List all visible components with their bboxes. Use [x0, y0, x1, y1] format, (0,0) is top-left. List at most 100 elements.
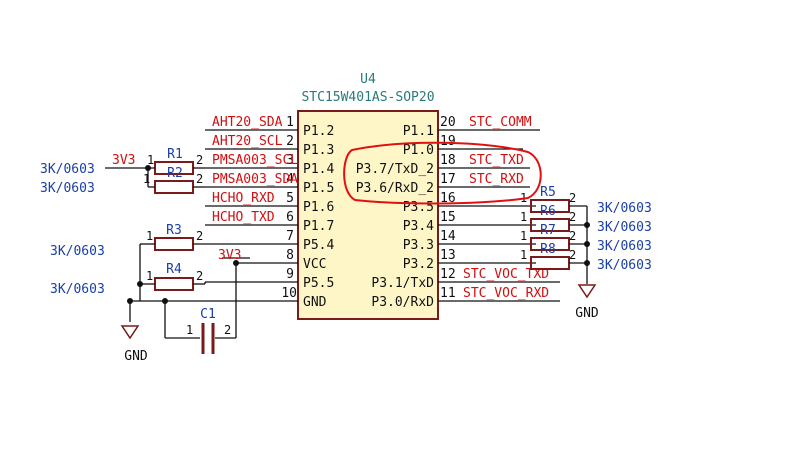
resistor-ref: R8: [540, 242, 556, 257]
pin-num: 11: [440, 286, 456, 301]
pin-num: 10: [281, 286, 297, 301]
pin-num: 14: [440, 229, 456, 244]
net-label: STC_VOC_TXD: [463, 267, 549, 282]
pin-num: 13: [440, 248, 456, 263]
pin-num: 1: [146, 269, 153, 283]
pin-num: 2: [569, 210, 576, 224]
junction-dot: [137, 281, 143, 287]
pin-num: 20: [440, 115, 456, 130]
pin-name: P5.4: [303, 238, 334, 253]
pin-name: P3.2: [403, 257, 434, 272]
pin-num: 15: [440, 210, 456, 225]
pin-name: P1.6: [303, 200, 334, 215]
resistor-ref: R6: [540, 204, 556, 219]
gnd-label: GND: [575, 306, 599, 321]
junction-dot: [145, 165, 151, 171]
net-label: STC_RXD: [469, 172, 524, 187]
pin-num: 6: [286, 210, 294, 225]
pin-num: 1: [146, 229, 153, 243]
pin-name: GND: [303, 295, 327, 310]
pin-num: 3: [286, 153, 294, 168]
ic-body: [297, 110, 439, 320]
left-net-wires: [205, 129, 278, 226]
pin-num: 12: [440, 267, 456, 282]
pin-num: 2: [569, 191, 576, 205]
pin-num: 2: [196, 172, 203, 186]
resistor-r2[interactable]: R2 1 2: [143, 166, 203, 194]
pin-num: 17: [440, 172, 456, 187]
resistor-value: 3K/0603: [50, 282, 105, 297]
pin-name: P3.4: [403, 219, 434, 234]
pin-num: 19: [440, 134, 456, 149]
pin-num: 7: [286, 229, 294, 244]
pin-name: VCC: [303, 257, 326, 272]
resistor-ref: R2: [167, 166, 183, 181]
net-label: HCHO_TXD: [212, 210, 275, 225]
net-label: PMSA003_SCL: [212, 153, 298, 168]
resistor-value: 3K/0603: [50, 244, 105, 259]
resistor-ref: R1: [167, 147, 183, 162]
pin-num: 2: [196, 153, 203, 167]
gnd-label: GND: [124, 349, 148, 364]
pin-num: 2: [286, 134, 294, 149]
net-label: HCHO_RXD: [212, 191, 275, 206]
pin-num: 9: [286, 267, 294, 282]
pin-num: 1: [147, 153, 154, 167]
resistor-ref: R4: [166, 262, 182, 277]
resistor-value: 3K/0603: [597, 220, 652, 235]
pin-name: P1.0: [403, 143, 434, 158]
net-label: PMSA003_SDA: [212, 172, 298, 187]
pin-name: P3.3: [403, 238, 434, 253]
pin-name: P1.7: [303, 219, 334, 234]
resistor-value: 3K/0603: [40, 181, 95, 196]
gnd-symbol-right: GND: [575, 284, 599, 321]
ic-right-pins: [438, 129, 458, 302]
net-label: AHT20_SDA: [212, 115, 283, 130]
resistor-r3[interactable]: R3 1 2: [146, 223, 203, 251]
resistor-value: 3K/0603: [597, 258, 652, 273]
pin-num: 8: [286, 248, 294, 263]
pin-name: P1.3: [303, 143, 334, 158]
net-label: STC_COMM: [469, 115, 532, 130]
resistor-r8[interactable]: R8 1 2: [520, 242, 576, 270]
pin-num: 1: [520, 229, 527, 243]
resistor-ref: R5: [540, 185, 556, 200]
pin-num: 1: [186, 323, 193, 337]
ic-left-pins: [278, 129, 298, 302]
pin-num: 18: [440, 153, 456, 168]
capacitor-ref: C1: [200, 307, 216, 322]
pin-name: P3.7/TxD_2: [356, 162, 434, 177]
pin-name: P1.5: [303, 181, 334, 196]
pin-num: 4: [286, 172, 294, 187]
pin-num: 1: [286, 115, 294, 130]
pin-num: 5: [286, 191, 294, 206]
pin-num: 2: [569, 248, 576, 262]
ic-ref: U4: [360, 72, 376, 87]
ic-value: STC15W401AS-SOP20: [301, 90, 434, 105]
resistor-value: 3K/0603: [40, 162, 95, 177]
highlight-ellipse: [343, 141, 542, 205]
junction-dot: [233, 260, 239, 266]
net-label: STC_TXD: [469, 153, 524, 168]
pin-num: 1: [143, 172, 150, 186]
pin-num: 1: [520, 248, 527, 262]
resistor-r4[interactable]: R4 1 2: [146, 262, 203, 291]
pin-name: P3.0/RxD: [371, 295, 434, 310]
junction-dot: [584, 241, 590, 247]
ic-u4[interactable]: U4 STC15W401AS-SOP20: [297, 72, 439, 320]
pin-name: P1.4: [303, 162, 334, 177]
junction-dot: [584, 260, 590, 266]
pin-num: 1: [520, 210, 527, 224]
net-label: STC_VOC_RXD: [463, 286, 549, 301]
pin-num: 2: [196, 229, 203, 243]
resistor-value: 3K/0603: [597, 201, 652, 216]
resistor-ref: R3: [166, 223, 182, 238]
pin-num: 2: [569, 229, 576, 243]
pin-num: 16: [440, 191, 456, 206]
net-label: AHT20_SCL: [212, 134, 283, 149]
capacitor-c1[interactable]: C1 1 2: [186, 307, 231, 354]
pin-num: 2: [196, 269, 203, 283]
pin-name: P3.5: [403, 200, 434, 215]
pin-name: P1.2: [303, 124, 334, 139]
